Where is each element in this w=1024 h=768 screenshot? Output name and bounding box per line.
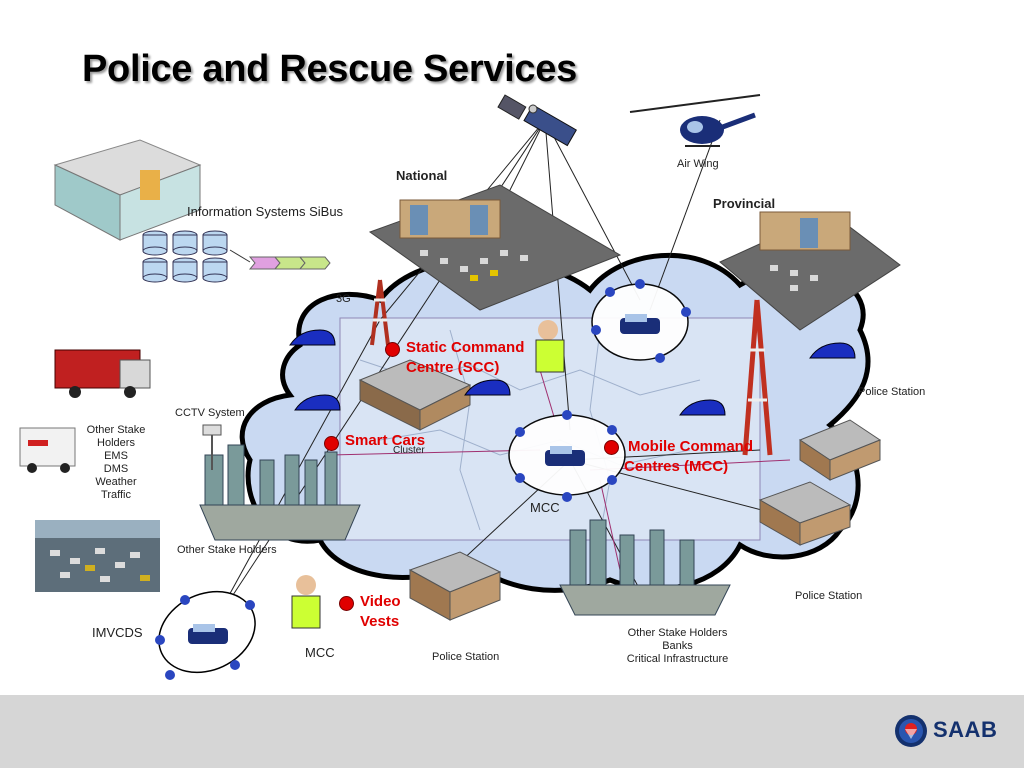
label-other-stake-list: Other Stake Holders EMS DMS Weather Traf… xyxy=(80,424,152,502)
label-national: National xyxy=(396,168,448,183)
ambulance xyxy=(19,427,76,473)
tower-3g xyxy=(370,279,390,346)
police-station-right-2 xyxy=(758,481,852,546)
satellite xyxy=(497,94,577,147)
traffic-photo xyxy=(35,520,160,592)
callout-scc: Static Command Centre (SCC) xyxy=(406,338,524,378)
label-other-stake-holders: Other Stake Holders xyxy=(177,544,277,556)
cctv-camera xyxy=(202,424,222,470)
stake-line-2: Holders xyxy=(97,437,135,449)
label-cluster: Cluster xyxy=(393,445,425,456)
saab-logo-text: SAAB xyxy=(933,717,998,742)
saab-emblem-icon xyxy=(895,715,927,747)
callout-dot-mcc xyxy=(604,440,619,455)
stake-line-4: DMS xyxy=(103,463,129,475)
bus-arrows xyxy=(229,249,331,270)
tower-right xyxy=(742,299,773,456)
label-imvcds: IMVCDS xyxy=(92,625,143,640)
police-station-bottom xyxy=(408,551,502,621)
city-cluster-left xyxy=(199,444,361,541)
bottom-stake-line-3: Critical Infrastructure xyxy=(626,653,729,665)
label-air-wing: Air Wing xyxy=(677,158,719,170)
label-mcc-center: MCC xyxy=(530,500,560,515)
stake-line-5: Weather xyxy=(95,476,137,488)
helicopter xyxy=(629,94,761,147)
callout-mcc: Mobile Command Centres (MCC) xyxy=(624,437,753,477)
label-mcc-bottom: MCC xyxy=(305,645,335,660)
label-police-station-bottom: Police Station xyxy=(432,651,500,663)
bottom-stake-line-1: Other Stake Holders xyxy=(627,627,728,639)
police-cars xyxy=(289,329,856,416)
label-bottom-stake-list: Other Stake Holders Banks Critical Infra… xyxy=(615,627,740,666)
label-3g: 3G xyxy=(336,293,351,305)
page-title: Police and Rescue Services xyxy=(82,48,577,90)
mcc-bottom-van xyxy=(188,624,228,644)
callout-mcc-line-2: Centres (MCC) xyxy=(624,458,729,475)
mcc-center-van xyxy=(545,446,585,466)
database-cluster xyxy=(142,230,228,283)
callout-dot-smart-cars xyxy=(324,436,339,451)
callout-mcc-line-1: Mobile Command xyxy=(628,438,754,455)
label-provincial: Provincial xyxy=(713,196,776,211)
callout-dot-video-vests xyxy=(339,596,354,611)
label-info-systems: Information Systems SiBus xyxy=(187,204,344,219)
bottom-stake-line-2: Banks xyxy=(662,640,693,652)
callout-scc-line-2: Centre (SCC) xyxy=(406,359,500,376)
officer-scc xyxy=(535,320,565,373)
stake-line-1: Other Stake xyxy=(86,424,146,436)
callout-video-line-2: Vests xyxy=(360,613,400,630)
national-hq xyxy=(368,184,622,311)
label-police-station-bottom-right: Police Station xyxy=(795,590,863,602)
stake-line-6: Traffic xyxy=(101,489,131,501)
footer-bar xyxy=(0,695,1024,768)
label-police-station-right: Police Station xyxy=(858,386,926,398)
label-cctv: CCTV System xyxy=(175,407,245,419)
callout-scc-line-1: Static Command xyxy=(406,339,525,356)
fire-truck xyxy=(54,349,151,398)
officer-vest xyxy=(291,575,321,629)
mcc-top-van xyxy=(620,314,660,334)
callout-video-vests: Video Vests xyxy=(360,592,401,632)
callout-smart-cars: Smart Cars xyxy=(345,432,426,449)
ring-nodes xyxy=(155,279,691,680)
callout-dot-scc xyxy=(385,342,400,357)
scc-building xyxy=(358,359,472,431)
saab-logo: SAAB xyxy=(893,713,1008,747)
city-cluster-bottom xyxy=(559,519,731,616)
stake-line-3: EMS xyxy=(104,450,128,462)
police-station-right-1 xyxy=(798,419,882,481)
datacenter-building xyxy=(53,139,202,241)
callout-video-line-1: Video xyxy=(360,593,401,610)
provincial-hq xyxy=(719,211,901,331)
